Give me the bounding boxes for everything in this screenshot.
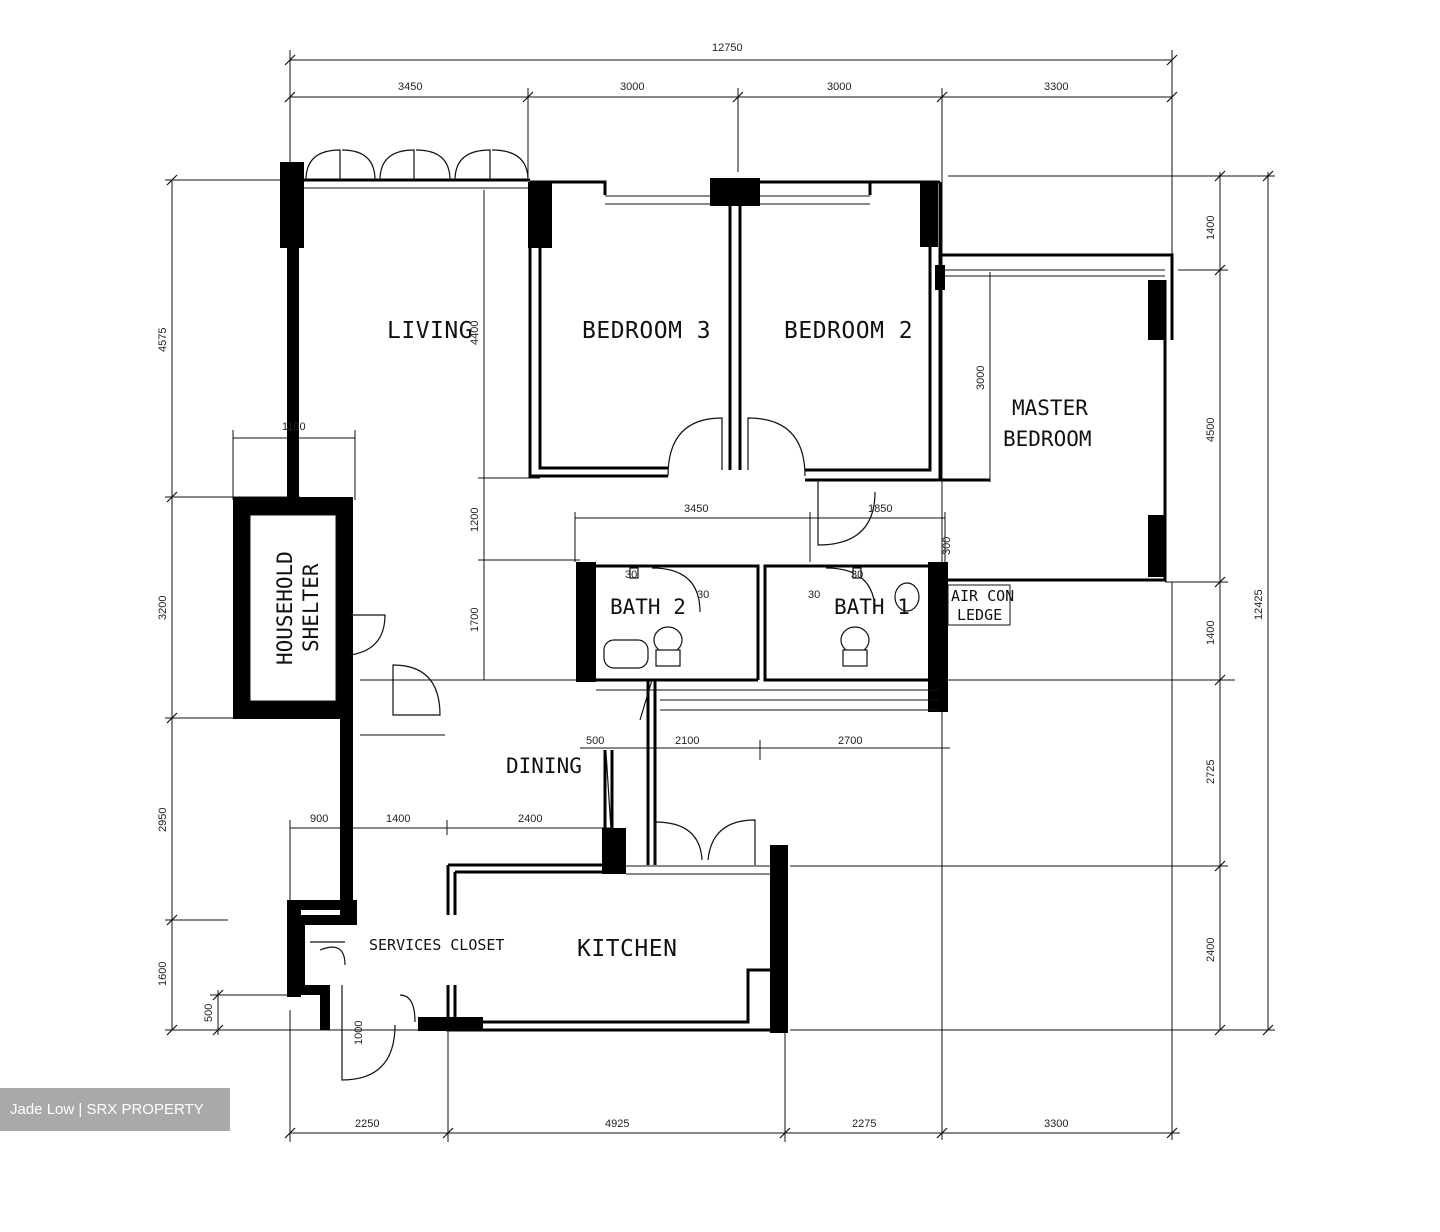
dim-bath-500: 500	[586, 735, 604, 747]
dim-right-3: 1400	[1205, 621, 1217, 645]
dim-left-5: 500	[203, 1004, 215, 1022]
dim-bottom-2: 4925	[605, 1118, 629, 1130]
kitchen-label: KITCHEN	[577, 936, 677, 962]
dim-mid-1850: 1850	[868, 503, 892, 515]
aircon-ledge-label-line2: LEDGE	[957, 606, 1002, 624]
dim-living-1700: 1700	[469, 608, 481, 632]
master-bedroom-label-line1: MASTER	[1012, 396, 1088, 420]
dim-kitchen-2400: 2400	[518, 813, 542, 825]
dim-top-total: 12750	[712, 42, 743, 54]
dim-bottom-1: 2250	[355, 1118, 379, 1130]
dim-left-4: 1600	[157, 962, 169, 986]
walls	[233, 162, 1174, 1033]
dim-bath-2700: 2700	[838, 735, 862, 747]
household-shelter-label-line1: HOUSEHOLD	[273, 551, 297, 665]
dim-entry-1000: 1000	[353, 1021, 365, 1045]
dim-right-1: 1400	[1205, 216, 1217, 240]
dim-right-total: 12425	[1253, 589, 1265, 620]
dim-mid-300: 300	[941, 537, 953, 555]
dim-bath-2100: 2100	[675, 735, 699, 747]
dimension-labels: 12750 3450 3000 3000 3300 4575 3200 2950…	[157, 42, 1265, 1130]
services-closet-label: SERVICES CLOSET	[369, 936, 504, 954]
dim-shelter-1100: 1100	[282, 421, 306, 433]
dim-bottom-4: 3300	[1044, 1118, 1068, 1130]
master-bedroom-label-line2: BEDROOM	[1003, 427, 1092, 451]
dim-living-4400: 4400	[469, 321, 481, 345]
aircon-ledge-label-line1: AIR CON	[951, 587, 1014, 605]
dim-bath-30a: 30	[625, 569, 637, 581]
dim-right-2: 4500	[1205, 418, 1217, 442]
room-labels: LIVING BEDROOM 3 BEDROOM 2 MASTER BEDROO…	[273, 318, 1092, 962]
doors	[305, 149, 876, 1081]
bath-2-label: BATH 2	[610, 595, 686, 619]
dim-left-3: 2950	[157, 808, 169, 832]
watermark-label: Jade Low | SRX PROPERTY	[0, 1088, 230, 1131]
dim-right-4: 2725	[1205, 760, 1217, 784]
dim-left-2: 3200	[157, 596, 169, 620]
living-label: LIVING	[387, 318, 473, 344]
dim-top-2: 3000	[620, 81, 644, 93]
dim-right-5: 2400	[1205, 938, 1217, 962]
dim-left-1: 4575	[157, 328, 169, 352]
dim-bottom-3: 2275	[852, 1118, 876, 1130]
bath-1-label: BATH 1	[834, 595, 910, 619]
dim-master-3000: 3000	[975, 366, 987, 390]
dim-bath-30c: 30	[808, 589, 820, 601]
bedroom-2-label: BEDROOM 2	[784, 318, 913, 344]
dim-mid-3450: 3450	[684, 503, 708, 515]
household-shelter-label-line2: SHELTER	[299, 563, 323, 652]
bedroom-3-label: BEDROOM 3	[582, 318, 711, 344]
dim-bath-30d: 30	[851, 569, 863, 581]
dim-top-1: 3450	[398, 81, 422, 93]
dining-label: DINING	[506, 754, 582, 778]
dim-kitchen-1400: 1400	[386, 813, 410, 825]
dim-top-3: 3000	[827, 81, 851, 93]
dim-kitchen-900: 900	[310, 813, 328, 825]
dimension-lines	[165, 50, 1275, 1142]
dim-bath-30b: 30	[697, 589, 709, 601]
fixtures	[603, 567, 920, 669]
dim-top-4: 3300	[1044, 81, 1068, 93]
dim-living-1200: 1200	[469, 508, 481, 532]
